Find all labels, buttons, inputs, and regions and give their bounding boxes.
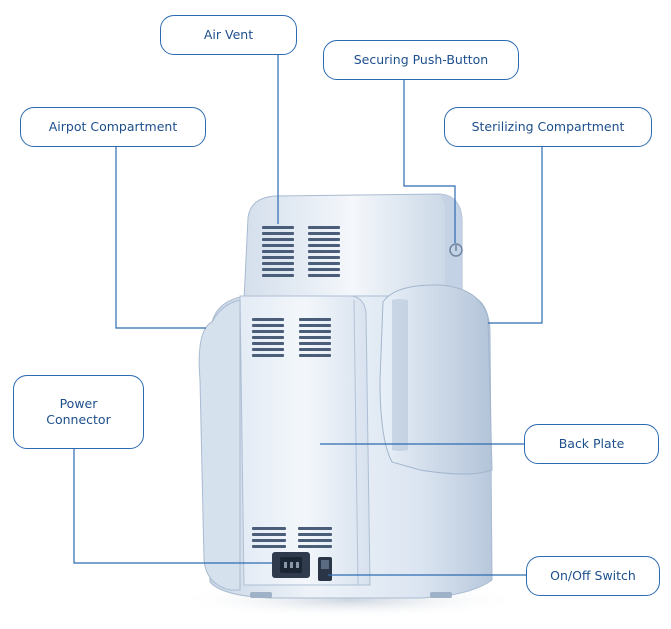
left-side-panel bbox=[198, 299, 241, 591]
label-air-vent: Air Vent bbox=[203, 27, 254, 43]
callout-power-connector: Power Connector bbox=[13, 375, 144, 449]
power-connector-socket bbox=[272, 552, 310, 578]
leader-line-power-connector bbox=[73, 449, 272, 564]
label-securing-push-button: Securing Push-Button bbox=[353, 52, 489, 68]
leader-line-securing-push-button bbox=[403, 80, 456, 243]
label-on-off-switch: On/Off Switch bbox=[550, 568, 636, 584]
back-plate-shape bbox=[239, 295, 371, 586]
device-feet bbox=[250, 592, 452, 598]
callout-air-vent: Air Vent bbox=[160, 15, 297, 55]
sterilizing-compartment-slot bbox=[392, 299, 408, 451]
callout-securing-push-button: Securing Push-Button bbox=[323, 40, 519, 80]
callout-back-plate: Back Plate bbox=[524, 424, 659, 464]
leader-line-sterilizing-compartment bbox=[488, 147, 543, 324]
air-vent-middle bbox=[252, 318, 331, 357]
callout-airpot-compartment: Airpot Compartment bbox=[20, 107, 206, 147]
securing-push-button-shape bbox=[449, 243, 463, 257]
back-plate-edge bbox=[353, 299, 359, 586]
label-sterilizing-compartment: Sterilizing Compartment bbox=[471, 119, 625, 135]
callout-on-off-switch: On/Off Switch bbox=[526, 556, 660, 596]
air-vent-lower bbox=[252, 527, 332, 548]
air-vent-upper bbox=[262, 226, 340, 277]
label-power-connector: Power Connector bbox=[46, 396, 111, 427]
callout-sterilizing-compartment: Sterilizing Compartment bbox=[444, 107, 652, 147]
label-airpot-compartment: Airpot Compartment bbox=[48, 119, 178, 135]
label-back-plate: Back Plate bbox=[558, 436, 625, 452]
leader-line-airpot-compartment bbox=[115, 147, 206, 329]
